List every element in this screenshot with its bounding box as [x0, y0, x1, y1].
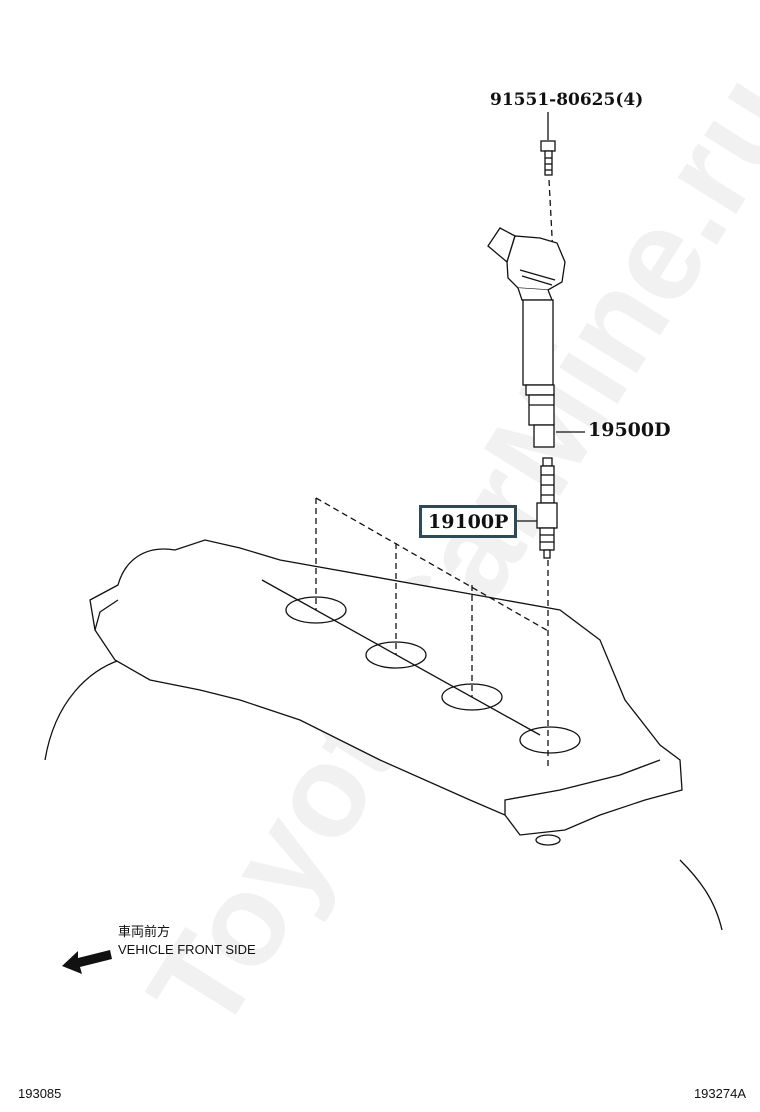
vehicle-front-label: VEHICLE FRONT SIDE	[118, 942, 256, 957]
ignition-coil-icon	[487, 227, 566, 448]
plug-hole	[519, 726, 581, 754]
engine-cover	[89, 539, 683, 836]
plug-hole	[365, 641, 427, 669]
plug-hole	[285, 596, 347, 624]
spark-plug-icon	[536, 457, 558, 559]
illustration-code-right: 193274A	[693, 1086, 746, 1101]
bolt-icon	[540, 112, 556, 176]
arrow-left-icon	[62, 950, 112, 974]
plug-hole	[441, 683, 503, 711]
part-label-19500D[interactable]: 19500D	[588, 419, 671, 441]
part-label-91551-80625[interactable]: 91551-80625(4)	[490, 90, 644, 110]
illustration-code-left: 193085	[18, 1086, 62, 1101]
part-label-19100P[interactable]: 19100P	[419, 505, 518, 538]
engine-block-outline	[44, 659, 121, 761]
vehicle-front-label-jp: 車両前方	[118, 925, 171, 940]
